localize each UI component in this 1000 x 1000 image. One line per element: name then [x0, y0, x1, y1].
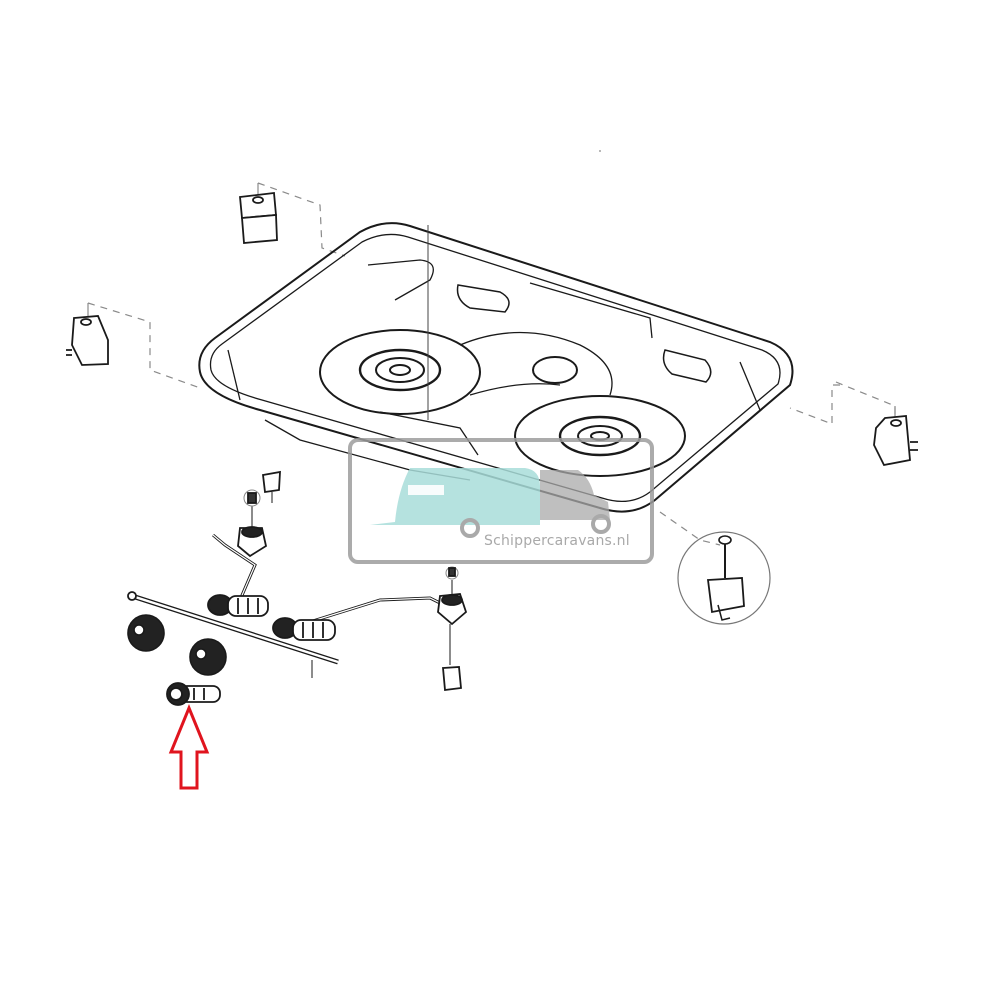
- control-knob-1: [127, 614, 165, 652]
- control-knob-2: [189, 638, 227, 676]
- watermark-logo: [348, 438, 654, 564]
- watermark-text: Schippercaravans.nl: [484, 533, 630, 549]
- ignition-part: [166, 682, 221, 706]
- gas-valve-left: [207, 594, 269, 617]
- mount-clip-left: [66, 315, 109, 366]
- thermocouple-left: [237, 470, 281, 558]
- mount-clip-right: [873, 415, 918, 467]
- mount-clip-detail: [677, 531, 771, 625]
- thermocouple-right: [437, 566, 468, 692]
- car-icon: [540, 470, 610, 520]
- gas-rail-assembly: [127, 470, 468, 692]
- highlight-arrow: [168, 704, 210, 790]
- caravan-icon: [370, 468, 540, 525]
- mount-clip-top: [239, 191, 278, 244]
- gas-valve-right: [272, 617, 336, 641]
